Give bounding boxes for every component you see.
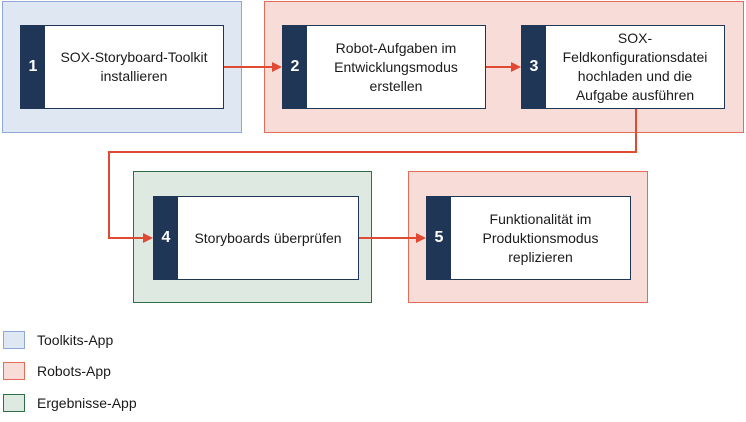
legend-swatch-toolkits bbox=[3, 331, 25, 349]
legend-item-toolkits: Toolkits-App bbox=[3, 331, 113, 349]
step-label: Funktionalität im Produktionsmodus repli… bbox=[482, 210, 599, 265]
step-2: 2 Robot-Aufgaben im Entwicklungsmodus er… bbox=[282, 25, 486, 109]
step-3: 3 SOX-Feldkonfigurationsdatei hochladen … bbox=[521, 25, 725, 109]
step-4: 4 Storyboards überprüfen bbox=[153, 196, 359, 280]
step-label: Robot-Aufgaben im Entwicklungsmodus erst… bbox=[334, 39, 458, 94]
legend-label: Ergebnisse-App bbox=[37, 395, 137, 411]
step-number: 2 bbox=[283, 26, 307, 108]
legend-swatch-robots bbox=[3, 362, 25, 380]
legend-swatch-results bbox=[3, 394, 25, 412]
step-number: 1 bbox=[21, 26, 45, 108]
step-label: SOX-Feldkonfigurationsdatei hochladen un… bbox=[562, 30, 708, 103]
legend-label: Toolkits-App bbox=[37, 332, 114, 348]
step-5: 5 Funktionalität im Produktionsmodus rep… bbox=[426, 196, 631, 280]
step-number: 3 bbox=[522, 26, 546, 108]
step-label: Storyboards überprüfen bbox=[194, 229, 342, 246]
legend-item-results: Ergebnisse-App bbox=[3, 394, 137, 412]
step-1: 1 SOX-Storyboard-Toolkit installieren bbox=[20, 25, 224, 109]
step-number: 5 bbox=[427, 197, 451, 279]
legend-label: Robots-App bbox=[37, 363, 111, 379]
legend-item-robots: Robots-App bbox=[3, 362, 111, 380]
step-label: SOX-Storyboard-Toolkit installieren bbox=[60, 49, 208, 84]
step-number: 4 bbox=[154, 197, 178, 279]
